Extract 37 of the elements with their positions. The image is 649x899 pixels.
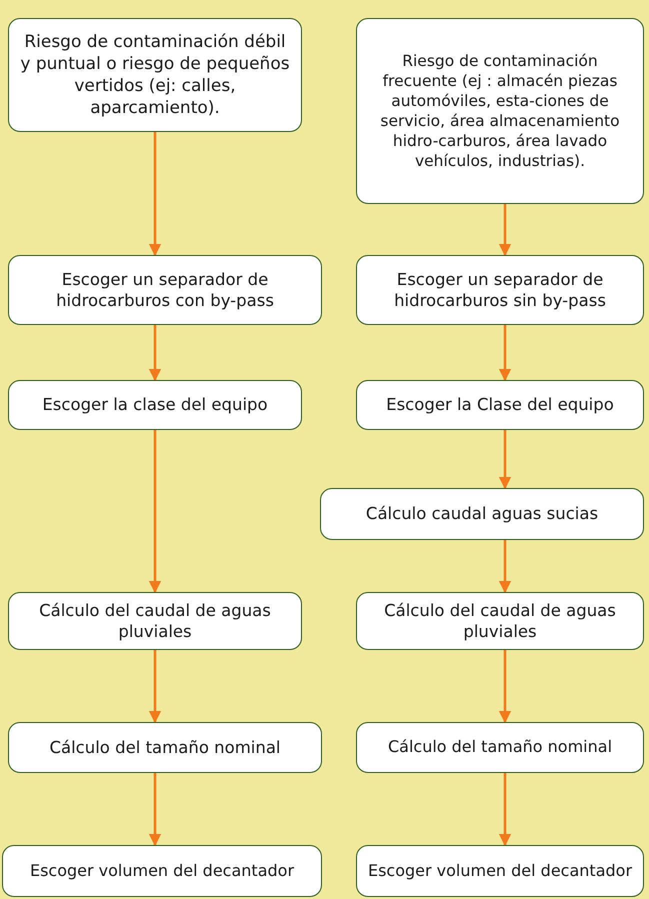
- process-box: [8, 592, 302, 650]
- arrow: [498, 430, 512, 490]
- process-box: [8, 18, 302, 132]
- process-box: [356, 722, 644, 773]
- step-text: Escoger un separador de hidrocarburos con by-pass: [55, 268, 275, 312]
- arrow: [148, 650, 162, 724]
- process-box: [2, 845, 322, 897]
- process-box: [8, 255, 322, 325]
- step-text: Escoger volumen del decantador: [30, 860, 294, 882]
- step-text: Escoger un separador de hidrocarburos sin by-pass: [393, 268, 607, 312]
- arrow: [148, 430, 162, 594]
- arrow: [498, 540, 512, 594]
- arrow: [498, 204, 512, 256]
- step-text: Escoger volumen del decantador: [368, 860, 632, 882]
- process-box: [356, 18, 644, 204]
- process-box: [356, 592, 644, 650]
- process-box: [356, 380, 644, 430]
- process-box: [8, 722, 322, 773]
- arrow: [498, 325, 512, 382]
- process-box: [356, 845, 644, 897]
- step-text: Escoger la Clase del equipo: [386, 394, 614, 416]
- step-text: Riesgo de contaminación frecuente (ej : almacén piezas automóviles, esta-ciones de servicio, área almacenamiento hidro-carburos, área lavado vehículos, industrias).: [379, 50, 621, 172]
- process-box: [320, 488, 644, 540]
- process-box: [356, 255, 644, 325]
- arrow: [498, 650, 512, 724]
- process-box: [8, 380, 302, 430]
- step-text: Cálculo del tamaño nominal: [49, 736, 281, 758]
- arrow: [148, 132, 162, 256]
- step-text: Cálculo del tamaño nominal: [388, 737, 612, 758]
- arrow: [148, 773, 162, 846]
- step-text: Cálculo caudal aguas sucias: [366, 503, 598, 525]
- step-text: Escoger la clase del equipo: [42, 394, 268, 416]
- arrow: [498, 773, 512, 846]
- arrow: [148, 325, 162, 382]
- step-text: Cálculo del caudal de aguas pluviales: [38, 600, 272, 642]
- step-text: Riesgo de contaminación débil y puntual o riesgo de pequeños vertidos (ej: calles, aparcamiento).: [19, 30, 291, 120]
- step-text: Cálculo del caudal de aguas pluviales: [383, 600, 617, 642]
